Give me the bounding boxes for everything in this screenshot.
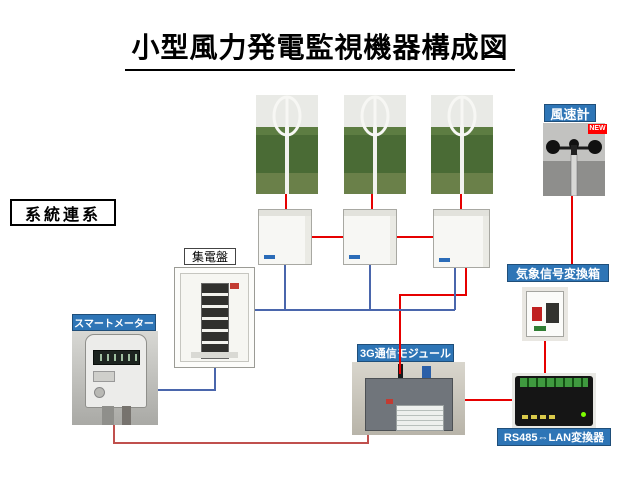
weather-converter-label: 気象信号変換箱	[507, 264, 609, 282]
meter-to-module-line	[113, 425, 369, 444]
breaker-column	[201, 283, 229, 359]
module-3g-image	[352, 362, 465, 435]
wind-turbine-image-2	[344, 95, 406, 194]
module-3g-label: 3G通信モジュール	[357, 344, 454, 362]
rs485-markings	[522, 415, 556, 419]
meter-conduit	[102, 406, 114, 425]
smart-meter-label: スマートメーター	[72, 314, 156, 331]
grid-connection-box: 系統連系	[10, 199, 116, 226]
module-device-body	[365, 378, 453, 431]
rs485-converter-image	[512, 373, 596, 429]
weather-relay-dark	[546, 303, 559, 323]
power-conditioner-3	[433, 209, 490, 268]
meter-seal	[94, 387, 105, 398]
weather-device-body	[526, 291, 564, 337]
title-wrap: 小型風力発電監視機器構成図	[0, 26, 640, 71]
smart-meter-image	[72, 331, 158, 425]
rs485-converter-label: RS485⇔LAN変換器	[497, 428, 611, 446]
meter-lcd-display	[93, 350, 140, 365]
meter-nameplate	[93, 371, 115, 382]
panel-red-tag	[230, 283, 239, 289]
collection-panel-image	[174, 267, 255, 368]
meter-conduit-2	[122, 406, 131, 425]
module-label-plate	[396, 405, 444, 431]
wind-turbine-image-1	[256, 95, 318, 194]
power-conditioner-1	[258, 209, 312, 265]
new-badge: NEW	[588, 124, 607, 134]
weather-terminal-red	[532, 307, 542, 321]
weather-converter-image	[522, 287, 568, 341]
power-conditioner-2	[343, 209, 397, 265]
anemometer-image: NEW	[543, 123, 607, 197]
rs485-led	[581, 412, 586, 417]
diagram-title: 小型風力発電監視機器構成図	[125, 26, 515, 71]
collection-panel-label: 集電盤	[184, 248, 236, 265]
module-red-button	[386, 399, 393, 404]
panel-base	[191, 352, 238, 358]
rs485-device-body	[515, 376, 593, 426]
panel-door	[180, 273, 249, 362]
wind-turbine-image-3	[431, 95, 493, 194]
meter-body	[85, 334, 147, 408]
anemometer-label: 風速計	[544, 104, 596, 122]
weather-board-green	[534, 326, 546, 331]
rs485-terminal-blocks	[520, 378, 588, 387]
